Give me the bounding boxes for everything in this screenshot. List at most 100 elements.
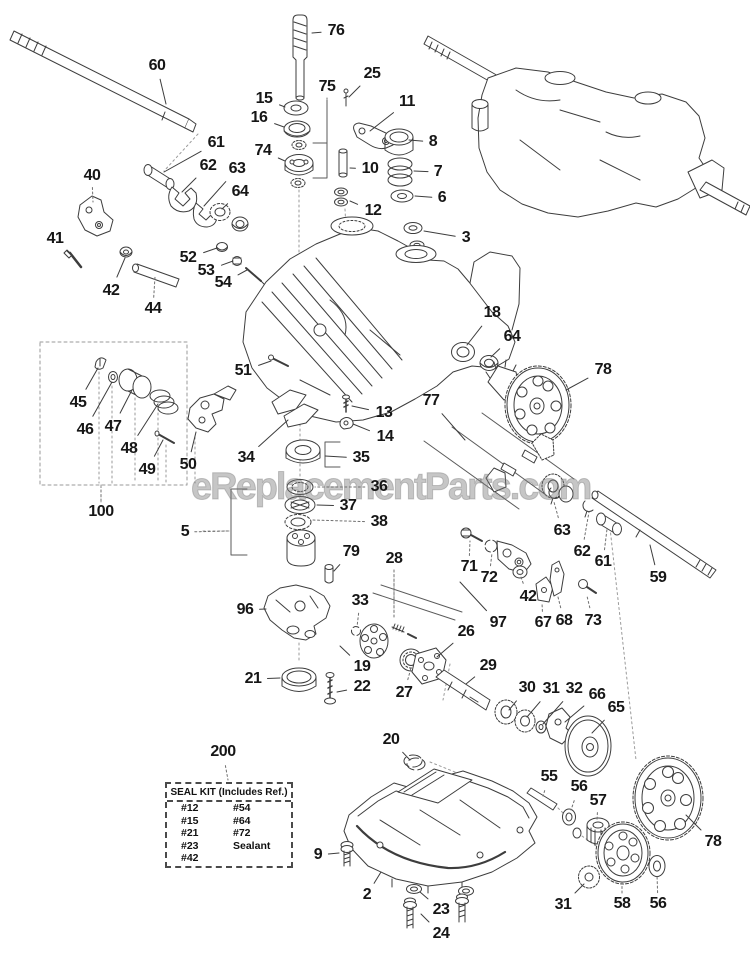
seal-kit-ref: #64 (233, 814, 251, 827)
callout-56: 56 (649, 895, 667, 912)
leader-line-59 (649, 544, 656, 566)
callout-24: 24 (432, 925, 450, 942)
callout-71: 71 (460, 558, 478, 575)
leader-line-74 (277, 157, 286, 162)
callout-66: 66 (588, 686, 606, 703)
callout-54: 54 (214, 274, 232, 291)
input-shaft-76 (292, 14, 349, 107)
callout-23: 23 (432, 901, 450, 918)
leader-line-20 (402, 751, 411, 761)
leader-line-65 (591, 719, 605, 734)
callout-52: 52 (179, 249, 197, 266)
swash-plate-34-and-kit-5-stack (271, 389, 321, 567)
callout-31: 31 (554, 896, 572, 913)
leader-line-18 (466, 325, 483, 346)
callout-25: 25 (363, 65, 381, 82)
leader-line-53 (221, 260, 234, 266)
callout-8: 8 (428, 133, 438, 150)
callout-29: 29 (479, 657, 497, 674)
complete-transaxle-assembly (423, 35, 750, 218)
shift-fork-group-61-64 (143, 164, 249, 232)
callout-63: 63 (553, 522, 571, 539)
callout-35: 35 (352, 449, 370, 466)
seal-kit-ref: #12 (181, 802, 199, 814)
callout-12: 12 (364, 202, 382, 219)
pump-stack-15-16-74 (283, 100, 314, 188)
callout-48: 48 (120, 440, 138, 457)
callout-76: 76 (327, 22, 345, 39)
callout-28: 28 (385, 550, 403, 567)
callout-64: 64 (503, 328, 521, 345)
leader-line-11 (369, 112, 394, 132)
leader-line-5 (194, 530, 229, 533)
seal-kit-row: #21#72 (167, 827, 291, 840)
callout-46: 46 (76, 421, 94, 438)
leader-line-61 (604, 528, 608, 551)
callout-63: 63 (228, 160, 246, 177)
leader-line-72 (490, 552, 493, 567)
callout-5: 5 (180, 523, 190, 540)
leader-line-56 (656, 874, 659, 894)
leader-line-19 (339, 645, 351, 656)
leader-line-21 (267, 677, 281, 679)
callout-6: 6 (437, 189, 447, 206)
leader-line-47 (119, 389, 133, 414)
leader-line-42 (519, 573, 524, 584)
callout-60: 60 (148, 57, 166, 74)
leader-line-31 (574, 883, 585, 894)
leader-line-52 (203, 247, 218, 254)
leader-line-71 (468, 540, 471, 556)
leader-line-54 (237, 269, 248, 276)
differential-shaft-kit-77 (485, 433, 574, 503)
reduction-gear-train (526, 755, 704, 889)
leader-line-22 (336, 689, 348, 693)
center-section-96-group (263, 564, 336, 705)
callout-100: 100 (88, 503, 114, 520)
seal-kit-box: SEAL KIT (Includes Ref.) #12#54#15#64#21… (165, 782, 293, 868)
callout-22: 22 (353, 678, 371, 695)
leader-line-24 (420, 913, 430, 923)
callout-7: 7 (433, 163, 443, 180)
callout-47: 47 (104, 418, 122, 435)
leader-line-26 (436, 642, 454, 658)
seal-kit-ref: #21 (181, 827, 199, 839)
seal-kit-ref: #54 (233, 802, 251, 814)
callout-67: 67 (534, 614, 552, 631)
plate-40-hardware (63, 195, 266, 288)
callout-65: 65 (607, 699, 625, 716)
leader-line-56 (570, 800, 575, 811)
callout-44: 44 (144, 300, 162, 317)
leader-line-13 (351, 405, 369, 411)
callout-16: 16 (250, 109, 268, 126)
callout-36: 36 (370, 478, 388, 495)
leader-line-78 (565, 377, 589, 391)
callout-79: 79 (342, 543, 360, 560)
leader-line-64 (221, 203, 229, 210)
callout-42: 42 (519, 588, 537, 605)
callout-96: 96 (236, 601, 254, 618)
callout-62: 62 (573, 543, 591, 560)
callout-20: 20 (382, 731, 400, 748)
seal-kit-ref: #15 (181, 814, 199, 827)
callout-42: 42 (102, 282, 120, 299)
leader-line-16 (274, 123, 285, 128)
callout-37: 37 (339, 497, 357, 514)
callout-73: 73 (584, 612, 602, 629)
callout-78: 78 (594, 361, 612, 378)
leader-line-73 (586, 595, 591, 609)
leader-line-30 (508, 700, 517, 711)
leader-line-68 (557, 596, 562, 609)
seal-kit-row: #12 #54 (167, 802, 291, 815)
callout-53: 53 (197, 262, 215, 279)
leader-line-34 (258, 419, 289, 447)
callout-64: 64 (231, 183, 249, 200)
callout-11: 11 (399, 93, 415, 110)
seal-kit-row: #42 (167, 852, 291, 865)
leader-line-200 (224, 765, 229, 781)
callout-31: 31 (542, 680, 560, 697)
leader-line-63 (553, 501, 559, 519)
leader-line-77 (441, 413, 466, 441)
